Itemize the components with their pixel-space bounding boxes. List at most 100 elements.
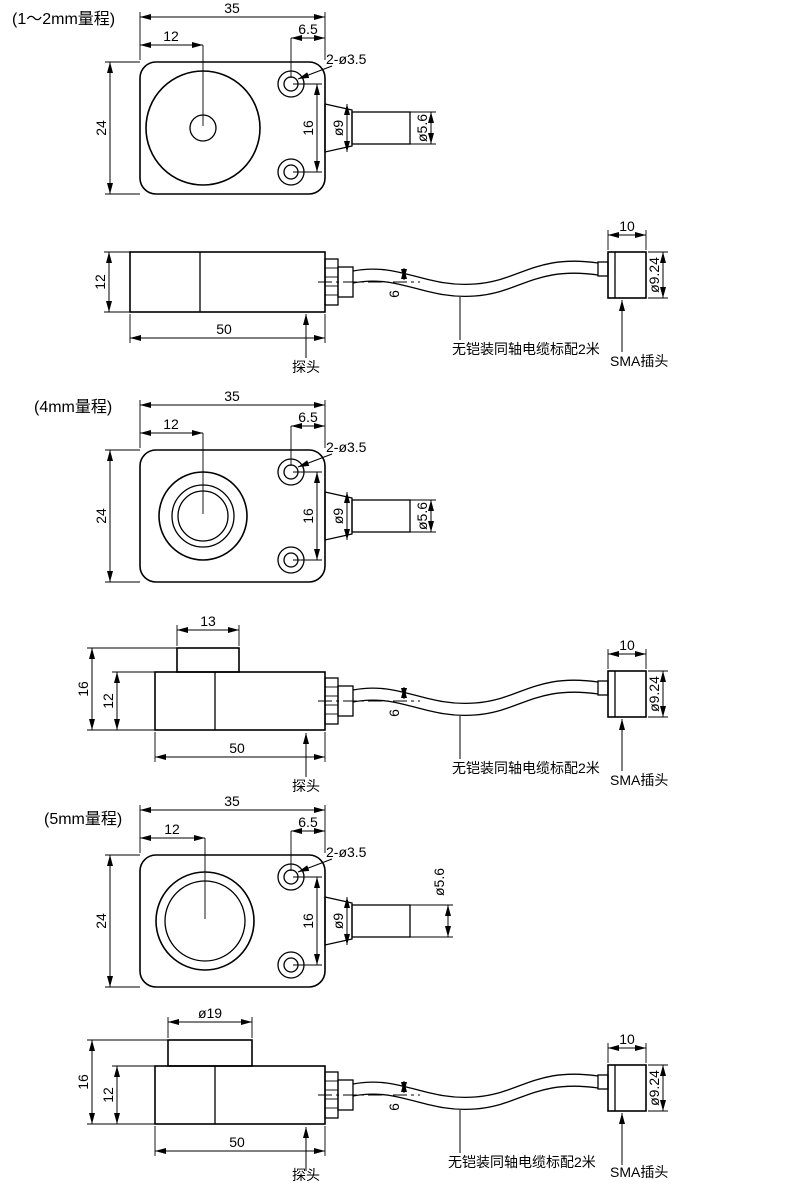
dim-cable-diameter: 6	[386, 268, 407, 298]
sma-label: SMA插头	[610, 772, 668, 788]
dim-plug-diameter-label: ø5.6	[414, 502, 430, 530]
dim-holes-callout: 2-ø3.5	[297, 844, 367, 873]
probe-callout: 探头	[292, 1127, 320, 1183]
dim-holes-label: 2-ø3.5	[326, 439, 367, 455]
probe-callout: 探头	[292, 733, 320, 794]
dim-overall-width-label: 35	[224, 0, 240, 16]
side-view: ø19 16 12 6 10	[75, 1005, 668, 1183]
dim-connector-length-label: 10	[619, 637, 635, 653]
dim-overall-width: 35	[139, 0, 326, 60]
section-title: (4mm量程)	[34, 398, 112, 416]
dim-plug-diameter: ø5.6	[410, 111, 436, 145]
dim-connector-diameter-label: ø9.24	[646, 257, 662, 293]
dim-body-length: 50	[154, 732, 326, 762]
section-title: (1～2mm量程)	[12, 10, 115, 28]
dim-side-body-height: 12	[100, 1065, 155, 1124]
dim-holes-label: 2-ø3.5	[326, 51, 367, 67]
dim-body-height-label: 24	[93, 508, 109, 524]
cable-neck	[324, 491, 353, 541]
dim-center-offset-label: 12	[164, 821, 180, 837]
dim-hole-spacing: 16	[293, 876, 322, 966]
front-view: 35 12 6.5 2-ø3.5 24	[93, 0, 436, 195]
dim-hole-spacing-label: 16	[300, 120, 316, 136]
cable-plug	[351, 111, 411, 145]
sma-body	[607, 251, 647, 299]
dim-side-body-height: 12	[100, 671, 155, 730]
dim-total-height-label: 16	[75, 1074, 91, 1090]
dim-cap-width-label: ø19	[198, 1005, 222, 1021]
dim-body-length-label: 50	[229, 740, 245, 756]
dim-side-body-height-label: 12	[100, 1087, 116, 1103]
dim-hole-offset: 6.5	[290, 21, 325, 78]
dim-hole-spacing-label: 16	[300, 913, 316, 929]
sma-neck	[597, 261, 609, 277]
dim-connector-diameter: ø9.24	[646, 670, 668, 718]
section-title: (5mm量程)	[44, 810, 122, 828]
dim-cable-diameter-label: 6	[386, 709, 402, 717]
dim-stem-diameter: ø9	[330, 492, 350, 540]
dim-stem-diameter: ø9	[330, 897, 350, 945]
dim-body-height: 24	[93, 449, 140, 583]
dim-connector-length-label: 10	[619, 1031, 635, 1047]
cable-plug	[351, 904, 411, 938]
sma-neck	[597, 680, 609, 696]
dim-connector-diameter-label: ø9.24	[646, 1070, 662, 1106]
dim-body-length: 50	[129, 314, 326, 343]
probe-cap-side	[176, 647, 240, 673]
probe-body-side	[154, 671, 326, 731]
dim-side-body-height-label: 12	[100, 693, 116, 709]
dim-cap-width: ø19	[167, 1005, 253, 1038]
dim-body-length: 50	[154, 1126, 326, 1156]
dim-hole-spacing: 16	[293, 83, 322, 173]
cable-callout: 无铠装同轴电缆标配2米	[452, 716, 600, 776]
sma-callout: SMA插头	[610, 300, 668, 369]
dim-connector-diameter: ø9.24	[646, 1064, 668, 1112]
dim-plug-diameter-label: ø5.6	[414, 114, 430, 142]
dim-body-height-label: 24	[93, 913, 109, 929]
dim-hole-offset-label: 6.5	[298, 21, 318, 37]
dim-hole-spacing: 16	[293, 471, 322, 561]
sma-neck	[597, 1074, 609, 1090]
cable-callout: 无铠装同轴电缆标配2米	[448, 1110, 596, 1170]
dim-center-offset: 12	[140, 28, 204, 126]
dim-cap-width: 13	[176, 613, 240, 646]
dim-center-offset: 12	[140, 416, 204, 514]
dim-total-height: 16	[75, 647, 177, 731]
sma-callout: SMA插头	[610, 1113, 668, 1180]
side-view: 12 6 10 ø9.24 50	[92, 218, 668, 375]
probe-cap-side	[167, 1039, 253, 1067]
probe-label: 探头	[292, 359, 320, 375]
dim-body-height-label: 24	[93, 120, 109, 136]
dim-hole-offset-label: 6.5	[298, 409, 318, 425]
front-view: 35 12 6.5 2-ø3.5 24	[93, 388, 436, 583]
dim-connector-length-label: 10	[619, 218, 635, 234]
dim-overall-width: 35	[139, 388, 326, 448]
dim-plug-diameter: ø5.6	[410, 499, 436, 533]
cable-label: 无铠装同轴电缆标配2米	[452, 341, 600, 357]
dim-plug-diameter-label: ø5.6	[431, 868, 447, 896]
dim-center-offset: 12	[140, 821, 206, 919]
dim-hole-offset: 6.5	[290, 409, 325, 466]
dim-connector-length: 10	[607, 637, 647, 669]
dim-connector-length: 10	[607, 1031, 647, 1063]
dim-connector-diameter: ø9.24	[646, 251, 668, 299]
section-range-5mm: (5mm量程) 35 12	[44, 793, 668, 1183]
dim-hole-offset-label: 6.5	[298, 814, 318, 830]
cable-bottom-edge	[352, 272, 599, 298]
side-view: 13 16 12 6 10	[75, 613, 668, 794]
cable-top-edge	[352, 260, 599, 286]
dim-body-height: 24	[93, 854, 140, 988]
dim-body-length-label: 50	[216, 321, 232, 337]
dim-cable-diameter-label: 6	[386, 1103, 402, 1111]
probe-body-side	[154, 1065, 326, 1125]
dim-cable-diameter: 6	[386, 1081, 407, 1111]
dim-side-body-height-label: 12	[92, 274, 108, 290]
dim-side-body-height: 12	[92, 251, 130, 313]
sma-callout: SMA插头	[610, 719, 668, 788]
dim-center-offset-label: 12	[163, 416, 179, 432]
front-view: 35 12 6.5 2-ø3.5 24	[93, 793, 453, 988]
probe-label: 探头	[292, 1167, 320, 1183]
section-range-1-2mm: (1～2mm量程) 35 12	[12, 0, 668, 375]
dim-holes-callout: 2-ø3.5	[297, 439, 367, 468]
